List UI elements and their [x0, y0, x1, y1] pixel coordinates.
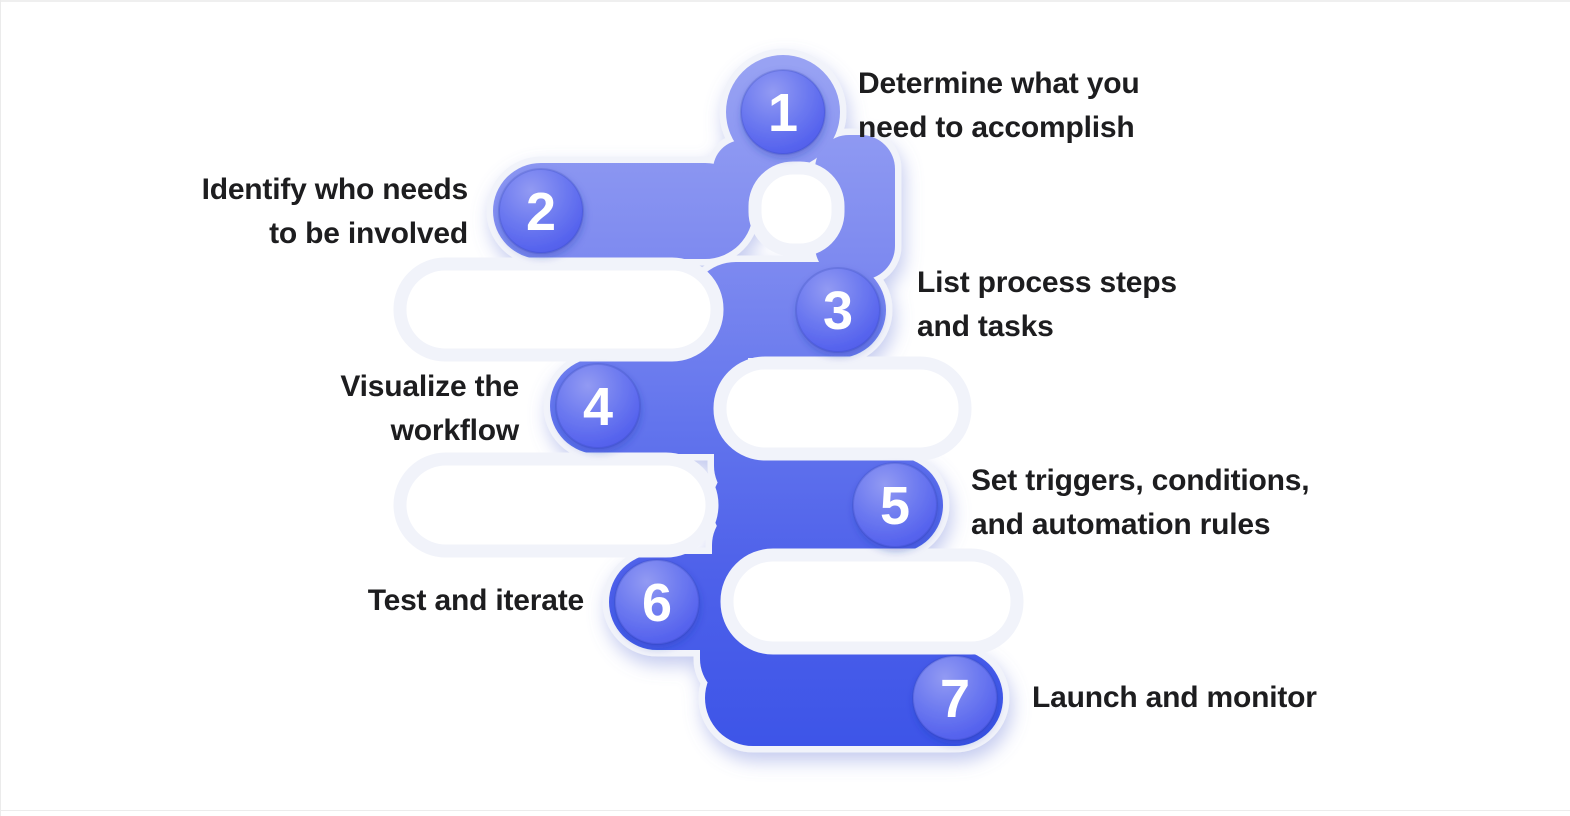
- notch-right-row4: [713, 356, 972, 461]
- step-label-4-line2: workflow: [390, 414, 520, 447]
- step-label-1-line2: need to accomplish: [858, 111, 1135, 144]
- step-chip-7: 7: [912, 655, 998, 741]
- step-chip-5: 5: [852, 462, 938, 548]
- step-label-5: Set triggers, conditions, and automation…: [971, 459, 1310, 547]
- notch-right-row6: [720, 548, 1024, 655]
- step-number-1: 1: [768, 83, 798, 143]
- step-chips: 1 2 3 4 5 6 7: [498, 69, 998, 741]
- step-chip-3: 3: [795, 267, 881, 353]
- step-chip-1: 1: [740, 69, 826, 155]
- step-label-3-line2: and tasks: [917, 310, 1054, 343]
- ribbon-notches: [393, 161, 1024, 655]
- step-label-1: Determine what you need to accomplish: [858, 62, 1140, 150]
- step-number-3: 3: [823, 281, 853, 341]
- step-label-5-line1: Set triggers, conditions,: [971, 464, 1310, 497]
- notch-left-row3: [393, 257, 724, 362]
- step-chip-6: 6: [614, 559, 700, 645]
- step-number-4: 4: [583, 377, 613, 437]
- step-label-1-line1: Determine what you: [858, 67, 1140, 100]
- step-number-7: 7: [940, 669, 970, 729]
- step-chip-2: 2: [498, 168, 584, 254]
- step-label-2-line2: to be involved: [269, 217, 468, 250]
- card-border-top: [0, 0, 1570, 2]
- step-number-2: 2: [526, 182, 556, 242]
- step-chip-4: 4: [555, 363, 641, 449]
- step-label-3: List process steps and tasks: [917, 261, 1177, 349]
- step-label-7: Launch and monitor: [1032, 676, 1317, 720]
- card-border-bottom: [0, 810, 1570, 811]
- notch-left-row5: [393, 452, 719, 558]
- step-label-3-line1: List process steps: [917, 266, 1177, 299]
- step-label-7-line1: Launch and monitor: [1032, 681, 1317, 714]
- step-label-4-line1: Visualize the: [340, 370, 519, 403]
- step-label-2-line1: Identify who needs: [201, 173, 469, 206]
- step-number-5: 5: [880, 476, 910, 536]
- card-border-left: [0, 0, 1, 816]
- step-label-2: Identify who needs to be involved: [201, 168, 469, 256]
- step-label-5-line2: and automation rules: [971, 508, 1271, 541]
- step-label-6: Test and iterate: [367, 579, 585, 623]
- step-number-6: 6: [642, 573, 672, 633]
- notch-under-bulb: [748, 161, 845, 257]
- step-label-4: Visualize the workflow: [340, 365, 519, 453]
- step-label-6-line1: Test and iterate: [367, 584, 585, 617]
